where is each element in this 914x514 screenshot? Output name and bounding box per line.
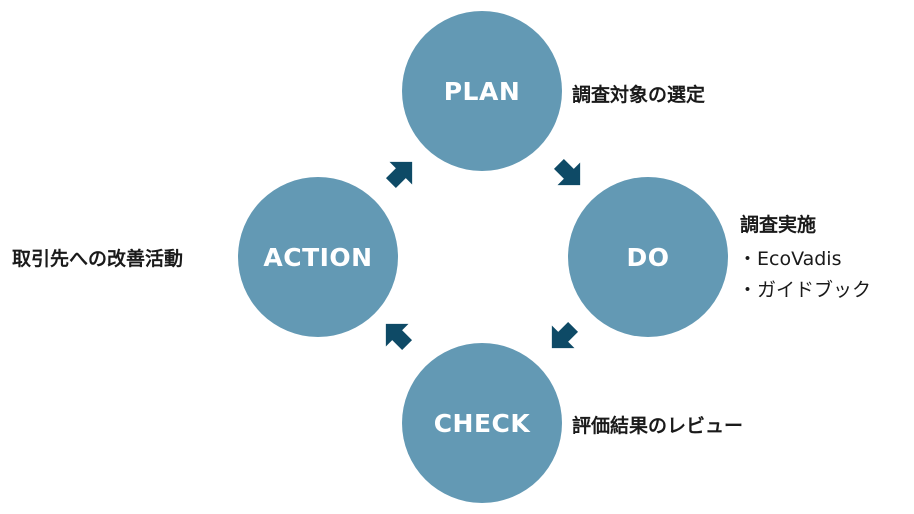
arrow-plan-to-do-icon [553,158,581,186]
do-item-list: ・EcoVadis ・ガイドブック [738,244,871,306]
arrow-action-to-plan-icon [385,161,413,189]
plan-label: 調査対象の選定 [572,84,706,106]
action-title: ACTION [263,242,373,272]
do-label: 調査実施 [740,214,817,236]
arrow-check-to-action-icon [385,323,413,351]
action-label: 取引先への改善活動 [12,248,184,270]
do-item-guidebook: ・ガイドブック [738,279,872,301]
plan-title: PLAN [443,76,521,106]
arrow-do-to-check-icon [551,321,579,349]
do-circle: DO [568,177,728,337]
do-title: DO [626,242,670,272]
check-label: 評価結果のレビュー [572,415,744,437]
action-circle: ACTION [238,177,398,337]
plan-circle: PLAN [402,11,562,171]
check-circle: CHECK [402,343,562,503]
check-title: CHECK [433,408,531,438]
do-item-ecovadis: ・EcoVadis [738,248,842,270]
